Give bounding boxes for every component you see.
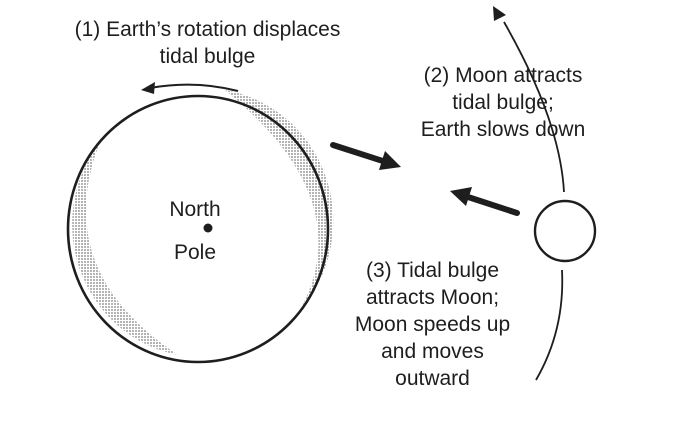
label-step-1: (1) Earth’s rotation displaces tidal bul… (30, 16, 385, 70)
label-step-2-line-3: Earth slows down (420, 118, 586, 141)
label-step-3-line-5: outward (395, 367, 470, 390)
label-step-1-line-1: (1) Earth’s rotation displaces (74, 18, 341, 41)
earth-circle (66, 94, 330, 364)
north-pole-dot (203, 223, 213, 233)
moon-circle (533, 199, 597, 263)
label-step-2-line-1: (2) Moon attracts (423, 64, 583, 87)
label-step-3-line-1: (3) Tidal bulge (365, 259, 500, 282)
label-pole: Pole (173, 241, 217, 264)
label-step-2-line-2: tidal bulge; (452, 91, 554, 114)
tidal-bulge-far-side (72, 142, 178, 355)
label-step-3: (3) Tidal bulge attracts Moon; Moon spee… (325, 257, 540, 392)
moon-orbit-lower (535, 269, 564, 381)
moon-orbit-upper (503, 21, 565, 193)
label-step-3-line-3: Moon speeds up (354, 313, 511, 336)
orbit-direction-arrow-icon (493, 6, 506, 21)
label-step-3-line-4: and moves (381, 340, 484, 363)
rotation-arrow-icon (141, 82, 239, 94)
label-step-2: (2) Moon attracts tidal bulge; Earth slo… (388, 62, 618, 143)
label-step-1-line-2: tidal bulge (159, 45, 256, 68)
label-step-3-line-2: attracts Moon; (365, 286, 500, 309)
force-arrow-toward-earth (450, 187, 520, 216)
force-arrow-toward-moon (330, 142, 401, 170)
tidal-bulge-near-side (225, 90, 334, 310)
label-north: North (169, 198, 221, 221)
